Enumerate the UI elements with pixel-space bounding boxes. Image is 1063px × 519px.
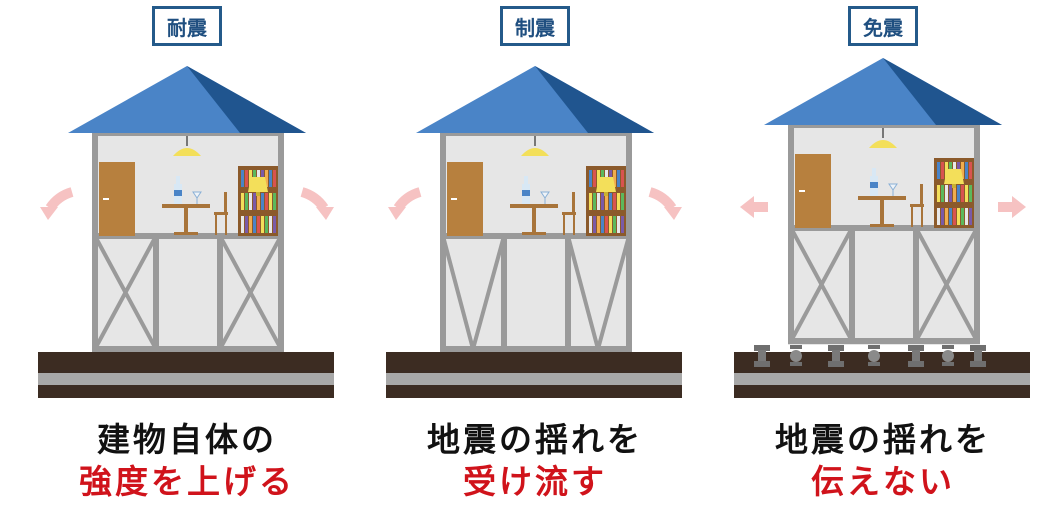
panel-seishin: 制震 地震の揺れを 受け流す (358, 0, 712, 519)
caption-line2-taishin: 強度を上げる (79, 462, 295, 501)
table-icon (510, 204, 558, 235)
arrow-icon (998, 196, 1026, 218)
house-illustration-seishin (386, 66, 682, 398)
chair-icon (214, 192, 228, 235)
ground (386, 352, 682, 398)
table-icon (858, 196, 906, 227)
caption-line1-taishin: 建物自体の (97, 420, 277, 459)
bottle-icon (870, 168, 878, 196)
door-icon (99, 162, 135, 236)
bottle-icon (174, 176, 182, 204)
house (416, 66, 654, 353)
arrow-icon (648, 187, 682, 220)
house-illustration-taishin (38, 66, 334, 398)
bookshelf-icon (238, 166, 278, 236)
lamp-icon (944, 169, 964, 188)
house (68, 66, 306, 353)
door-icon (447, 162, 483, 236)
glass-icon (192, 191, 202, 204)
ceiling-lamp-icon (173, 136, 201, 156)
caption-line1-seishin: 地震の揺れを (427, 420, 643, 459)
method-label-taishin: 耐震 (152, 6, 222, 46)
arrow-icon (388, 187, 422, 220)
seismic-isolator-icon (942, 345, 954, 366)
seismic-isolator-icon (908, 345, 924, 367)
seismic-isolators (754, 345, 986, 367)
bottle-icon (522, 176, 530, 204)
caption-line2-seishin: 受け流す (463, 462, 607, 501)
chair-icon (562, 192, 576, 235)
table-icon (162, 204, 210, 235)
ceiling-lamp-icon (521, 136, 549, 156)
arrow-icon (740, 196, 768, 218)
panel-menshin: 免震 地震の揺れを 伝えない (706, 0, 1060, 519)
seismic-isolator-icon (754, 345, 770, 367)
seismic-isolator-icon (970, 345, 986, 367)
panel-taishin: 耐震 建物自体の 強度を上げる (10, 0, 364, 519)
seismic-isolator-icon (868, 345, 880, 366)
house-illustration-menshin (734, 58, 1030, 398)
bookshelf-icon (586, 166, 626, 236)
bookshelf-icon (934, 158, 974, 228)
lamp-icon (248, 177, 268, 196)
house (764, 58, 1002, 345)
roof (68, 66, 306, 133)
arrow-icon (40, 187, 74, 220)
glass-icon (888, 183, 898, 196)
roof (416, 66, 654, 133)
arrow-icon (300, 187, 334, 220)
caption-line2-menshin: 伝えない (811, 462, 955, 501)
ground (38, 352, 334, 398)
lamp-icon (596, 177, 616, 196)
caption-line1-menshin: 地震の揺れを (775, 420, 991, 459)
glass-icon (540, 191, 550, 204)
roof (764, 58, 1002, 125)
seismic-isolator-icon (790, 345, 802, 366)
ground (734, 352, 1030, 398)
seismic-isolator-icon (828, 345, 844, 367)
method-label-menshin: 免震 (848, 6, 918, 46)
ceiling-lamp-icon (869, 128, 897, 148)
chair-icon (910, 184, 924, 227)
method-label-seishin: 制震 (500, 6, 570, 46)
door-icon (795, 154, 831, 228)
